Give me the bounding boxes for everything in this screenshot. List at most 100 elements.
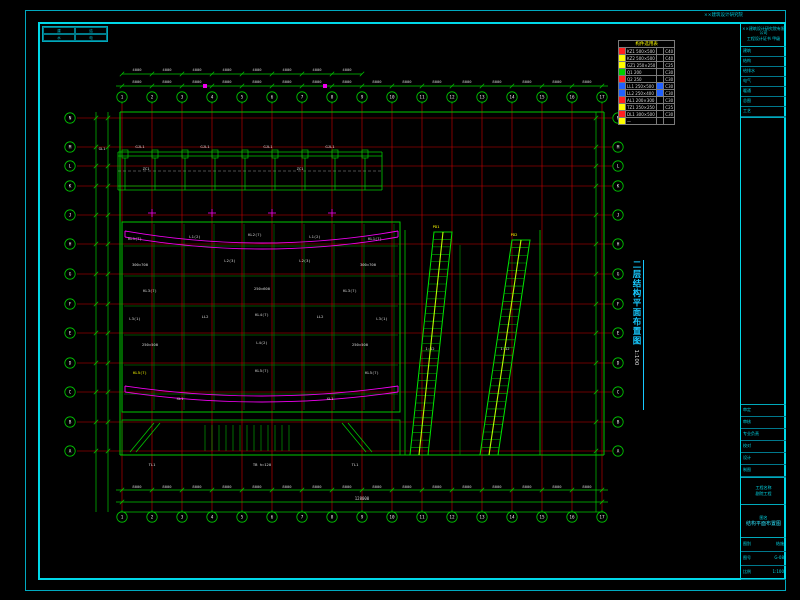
svg-text:L1(2): L1(2) xyxy=(189,234,200,239)
svg-text:XL1: XL1 xyxy=(177,396,185,401)
svg-text:L: L xyxy=(617,164,620,170)
svg-text:D: D xyxy=(617,361,620,367)
schedule-concrete: C30 xyxy=(663,89,676,97)
svg-text:1: 1 xyxy=(121,515,124,521)
svg-text:9: 9 xyxy=(361,515,364,521)
sign-row: 电气 xyxy=(741,77,786,87)
svg-text:4000: 4000 xyxy=(162,67,172,72)
svg-text:7: 7 xyxy=(301,95,304,101)
svg-text:1:12: 1:12 xyxy=(425,346,434,351)
schedule-color-chip xyxy=(618,54,626,62)
schedule-row: — xyxy=(618,117,676,125)
schedule-member: KZ2 500×500 xyxy=(624,54,658,62)
schedule-member: DL1 300×500 xyxy=(624,110,658,118)
schedule-concrete: C30 xyxy=(663,68,676,76)
svg-text:L1(2): L1(2) xyxy=(309,234,320,239)
schedule-color-chip xyxy=(618,89,626,97)
signoff-cell: 电 xyxy=(75,34,107,41)
svg-text:4000: 4000 xyxy=(252,67,262,72)
svg-text:17: 17 xyxy=(599,515,605,521)
svg-text:4000: 4000 xyxy=(312,67,322,72)
svg-text:8000: 8000 xyxy=(522,79,532,84)
svg-text:KL5(7): KL5(7) xyxy=(365,370,379,375)
schedule-member: Q2 250 xyxy=(624,75,658,83)
schedule-color-chip xyxy=(656,75,665,83)
svg-text:8: 8 xyxy=(331,95,334,101)
sign-row: 暖通 xyxy=(741,87,786,97)
svg-text:8000: 8000 xyxy=(282,484,292,489)
svg-text:8000: 8000 xyxy=(252,484,262,489)
svg-text:B: B xyxy=(617,420,620,426)
schedule-color-chip xyxy=(618,103,626,111)
personnel-row: 审核 xyxy=(741,417,786,429)
svg-text:8000: 8000 xyxy=(432,79,442,84)
schedule-member: TZ1 250×250 xyxy=(624,103,658,111)
svg-text:XL1: XL1 xyxy=(327,396,335,401)
svg-text:8000: 8000 xyxy=(312,484,322,489)
svg-text:300×700: 300×700 xyxy=(132,262,149,267)
schedule-member: AL1 200×300 xyxy=(624,96,658,104)
personnel-row: 审定 xyxy=(741,405,786,417)
schedule-color-chip xyxy=(656,61,665,69)
sheet-info-value: 结施 xyxy=(776,541,784,547)
schedule-color-chip xyxy=(656,47,665,55)
svg-text:8000: 8000 xyxy=(192,79,202,84)
schedule-concrete: C40 xyxy=(663,47,676,55)
svg-text:11: 11 xyxy=(419,95,425,101)
sign-row: 工艺 xyxy=(741,107,786,117)
company-name: ××建筑设计研究院有限公司 xyxy=(742,25,785,36)
svg-text:KL5(7): KL5(7) xyxy=(255,368,269,373)
signoff-cell: 结 xyxy=(75,27,107,34)
svg-text:J: J xyxy=(617,213,620,219)
svg-text:LL2: LL2 xyxy=(202,314,209,319)
svg-text:2: 2 xyxy=(151,95,154,101)
schedule-row: LL2 250×400 C30 xyxy=(618,89,676,97)
svg-text:16: 16 xyxy=(569,95,575,101)
svg-text:C: C xyxy=(69,390,72,396)
svg-text:J: J xyxy=(69,213,72,219)
svg-text:250×500: 250×500 xyxy=(142,342,159,347)
svg-text:M: M xyxy=(617,145,620,151)
svg-text:13: 13 xyxy=(479,515,485,521)
schedule-member: LL2 250×400 xyxy=(624,89,658,97)
title-block-spacer xyxy=(741,118,786,405)
project-label: 工程名称 xyxy=(755,485,772,490)
svg-text:5: 5 xyxy=(241,515,244,521)
svg-text:L2(3): L2(3) xyxy=(224,258,235,263)
schedule-color-chip xyxy=(656,89,665,97)
svg-text:4000: 4000 xyxy=(132,67,142,72)
svg-text:K: K xyxy=(69,184,72,190)
schedule-color-chip xyxy=(656,117,665,125)
svg-text:4000: 4000 xyxy=(282,67,292,72)
sheet-info-label: 图号 xyxy=(743,555,751,561)
svg-text:8000: 8000 xyxy=(222,484,232,489)
svg-text:4: 4 xyxy=(211,515,214,521)
svg-text:8000: 8000 xyxy=(402,484,412,489)
project-name: 剧院工程 xyxy=(755,490,772,496)
schedule-color-chip xyxy=(618,96,626,104)
sheet-info-row: 图别结施 xyxy=(741,538,786,552)
schedule-concrete: C30 xyxy=(663,82,676,90)
svg-text:9: 9 xyxy=(361,95,364,101)
svg-text:15: 15 xyxy=(539,95,545,101)
svg-text:TB h=120: TB h=120 xyxy=(253,462,272,467)
svg-text:ZC1: ZC1 xyxy=(143,166,151,171)
svg-text:8000: 8000 xyxy=(552,79,562,84)
schedule-concrete: C25 xyxy=(663,61,676,69)
svg-text:KL5(7): KL5(7) xyxy=(133,370,147,375)
svg-text:L: L xyxy=(69,164,72,170)
svg-text:8000: 8000 xyxy=(132,79,142,84)
svg-text:8000: 8000 xyxy=(192,484,202,489)
sign-row: 结构 xyxy=(741,57,786,67)
svg-text:250×600: 250×600 xyxy=(254,286,271,291)
svg-text:250×500: 250×500 xyxy=(352,342,369,347)
schedule-color-chip xyxy=(618,82,626,90)
drawing-name-block: 图名 结构平面布置图 xyxy=(741,505,786,538)
